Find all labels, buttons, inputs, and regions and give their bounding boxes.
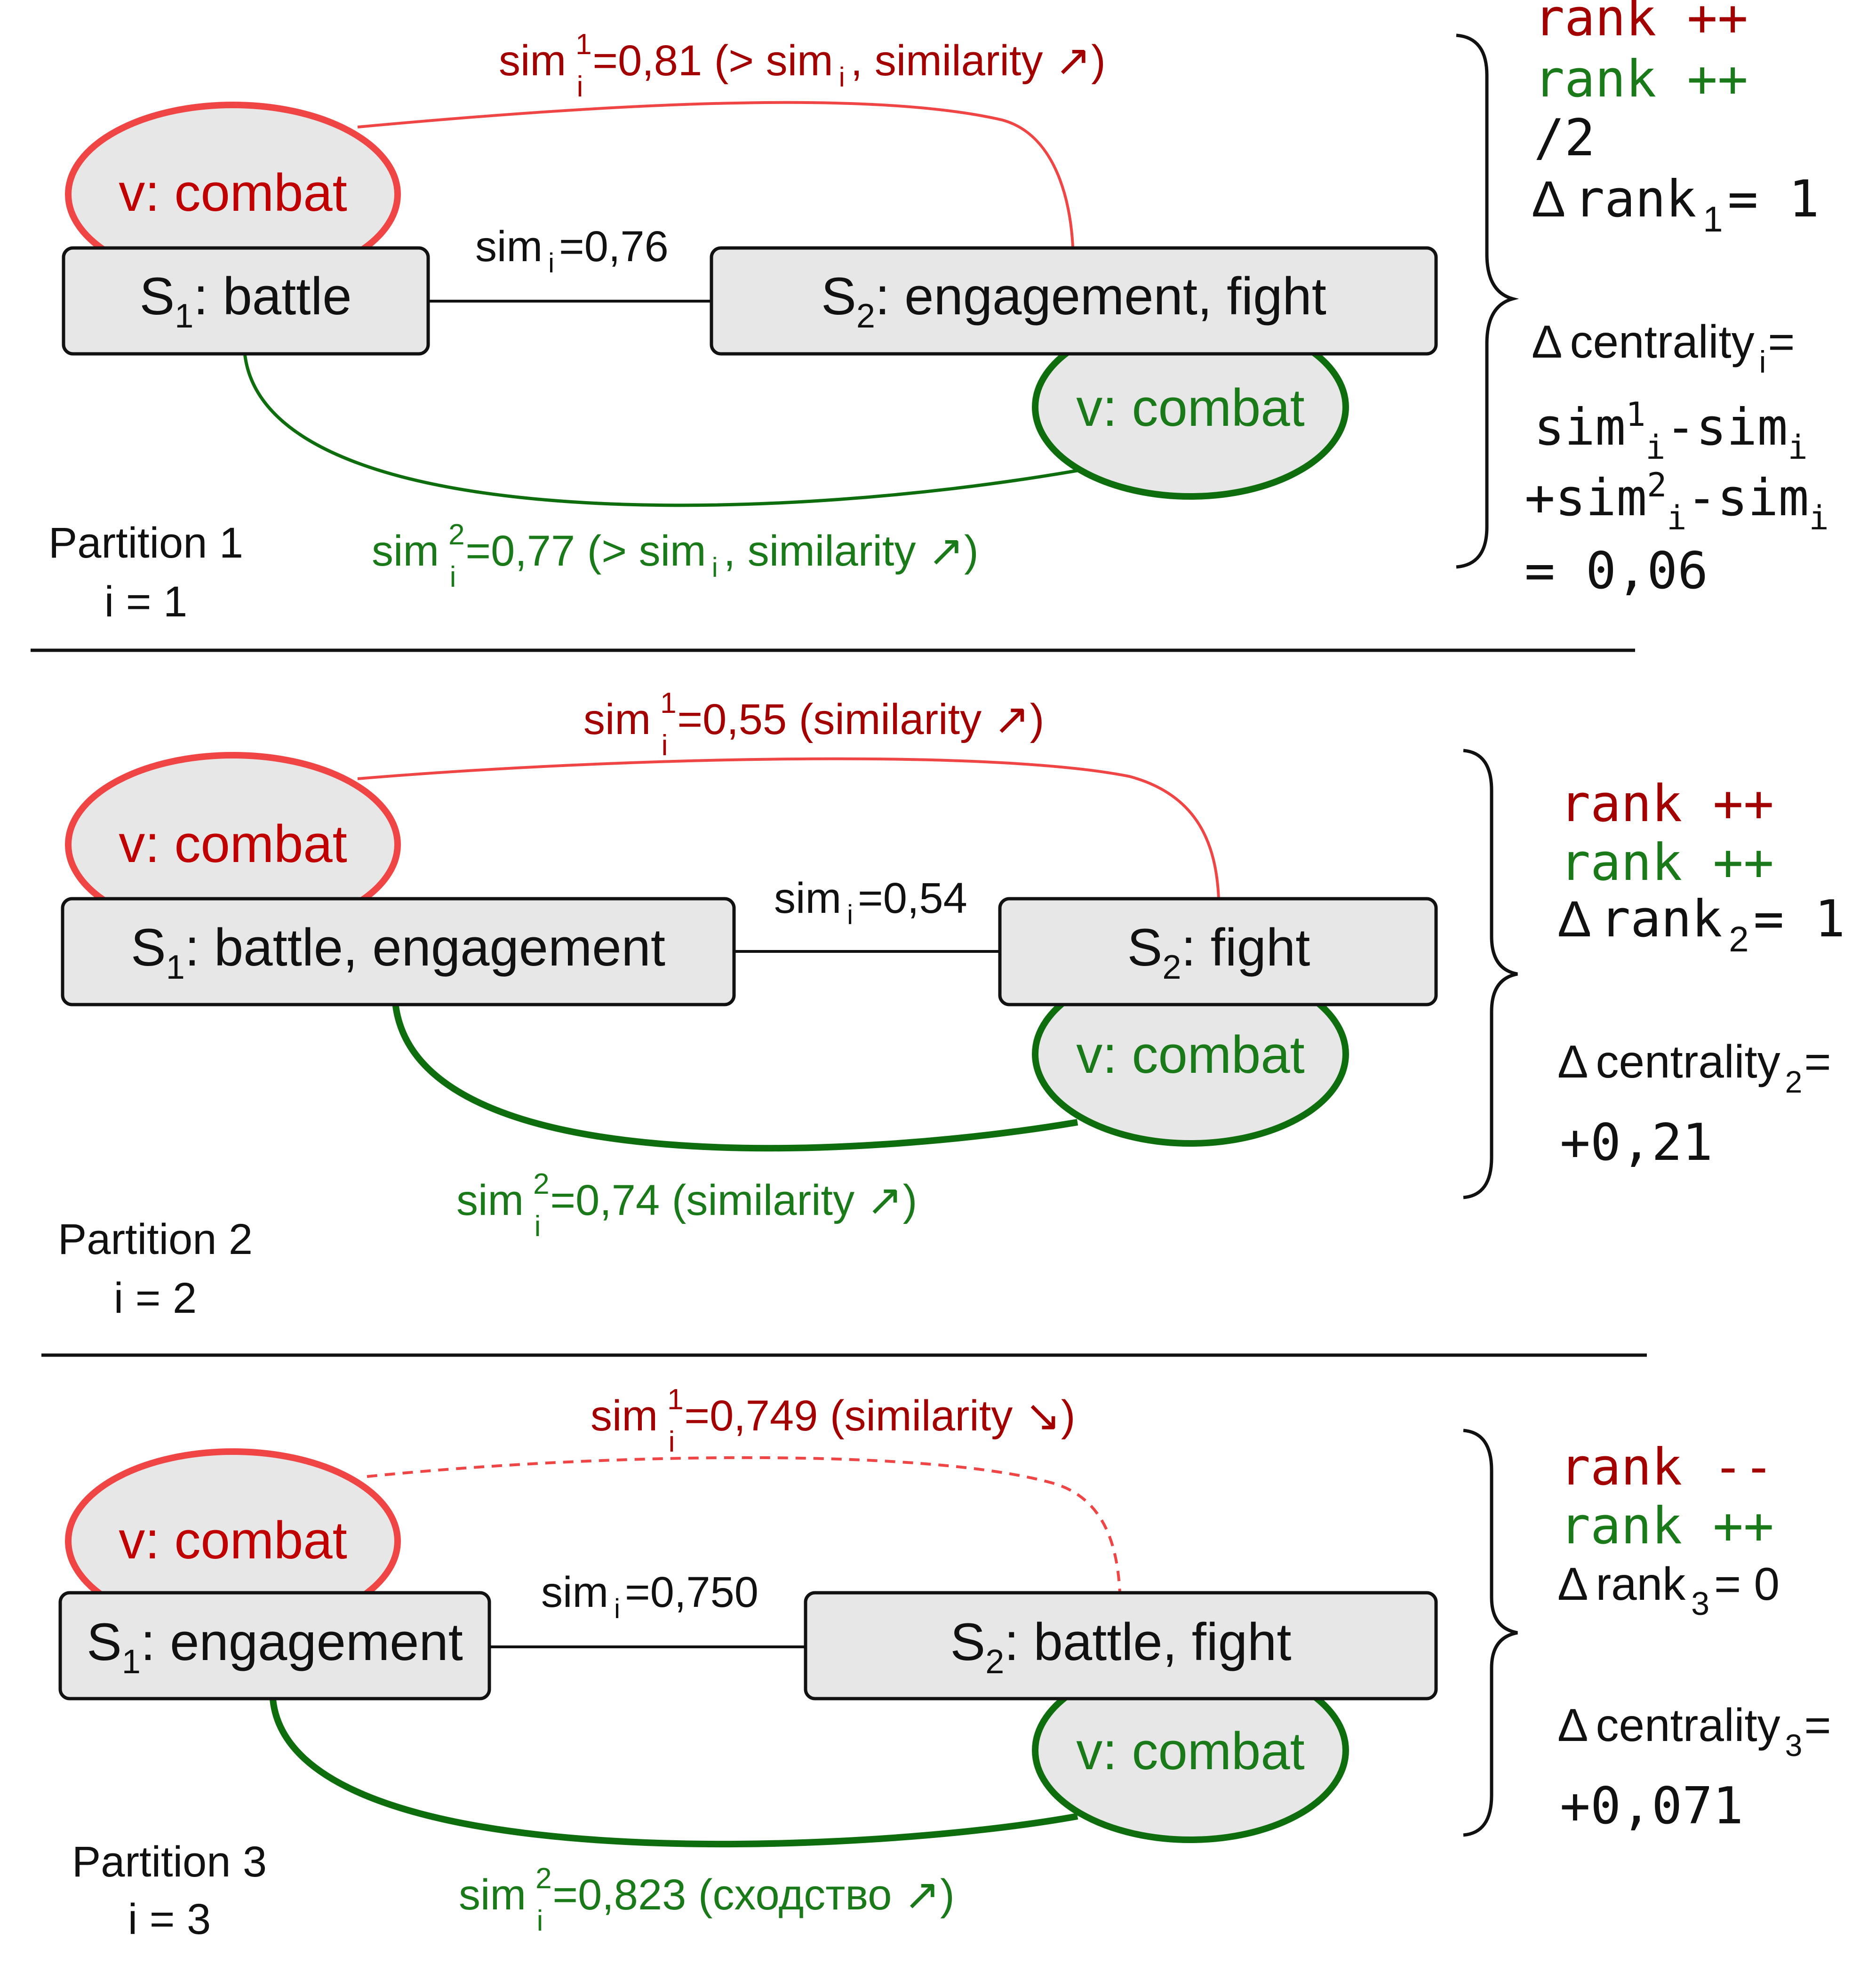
edge-sim1-red xyxy=(357,757,1220,899)
partition-index: i = 2 xyxy=(114,1274,197,1322)
rank-red: rank -- xyxy=(1560,1438,1774,1497)
partition-name: Partition 1 xyxy=(48,519,243,567)
partition-name: Partition 2 xyxy=(58,1215,253,1263)
curly-brace xyxy=(1463,749,1518,1199)
synset-label-s1: S1: engagement xyxy=(87,1613,463,1681)
verb-label-green: v: combat xyxy=(1076,1722,1305,1780)
curly-brace xyxy=(1456,33,1519,569)
synset-node-s1 xyxy=(58,1591,491,1701)
rank-green: rank ++ xyxy=(1534,50,1748,109)
synset-label-s1: S1: battle xyxy=(140,267,352,335)
synset-node-s1 xyxy=(62,246,430,356)
verb-label-green: v: combat xyxy=(1076,378,1305,437)
rank-red: rank ++ xyxy=(1560,774,1774,833)
centrality-result: +0,21 xyxy=(1560,1113,1713,1172)
synset-label-s1: S1: battle, engagement xyxy=(131,918,665,986)
synset-node-s2 xyxy=(998,897,1438,1006)
partition-3: v: combat S1: engagement S2: battle, fig… xyxy=(58,1383,1831,1943)
verb-label-red: v: combat xyxy=(119,814,347,873)
synset-node-s2 xyxy=(710,246,1438,356)
rank-green: rank ++ xyxy=(1560,833,1774,892)
edge-sim2-green xyxy=(392,1002,1078,1152)
centrality-result: = 0,06 xyxy=(1525,542,1708,600)
verb-label-green: v: combat xyxy=(1076,1025,1305,1084)
partition-name: Partition 3 xyxy=(72,1838,267,1886)
partition-2: v: combat S1: battle, engagement S2: fig… xyxy=(58,687,1845,1322)
formula-line-1: sim1i-simi xyxy=(1534,395,1808,467)
verb-label-red: v: combat xyxy=(119,163,347,222)
formula-line-2: +sim2i-simi xyxy=(1525,466,1829,537)
rank-red: rank ++ xyxy=(1534,0,1748,48)
verb-label-red: v: combat xyxy=(119,1511,347,1570)
edge-sim2-green xyxy=(243,352,1078,507)
rank-divide: /2 xyxy=(1534,109,1595,168)
partition-index: i = 1 xyxy=(104,578,187,626)
rank-green: rank ++ xyxy=(1560,1497,1774,1556)
curly-brace xyxy=(1463,1429,1518,1837)
centrality-result: +0,071 xyxy=(1560,1777,1743,1836)
synset-label-s2: S2: battle, fight xyxy=(950,1613,1292,1681)
synset-label-s2: S2: engagement, fight xyxy=(821,267,1326,335)
edge-sim1-red-dashed xyxy=(367,1456,1121,1593)
edge-sim1-red xyxy=(357,101,1074,248)
synset-node-s2 xyxy=(804,1591,1438,1701)
synset-node-s1 xyxy=(61,897,736,1006)
synset-label-s2: S2: fight xyxy=(1127,918,1310,986)
partition-index: i = 3 xyxy=(128,1895,211,1943)
edge-sim2-green xyxy=(270,1699,1078,1848)
partition-1: v: combat S1: battle S2: engagement, fig… xyxy=(48,0,1829,626)
